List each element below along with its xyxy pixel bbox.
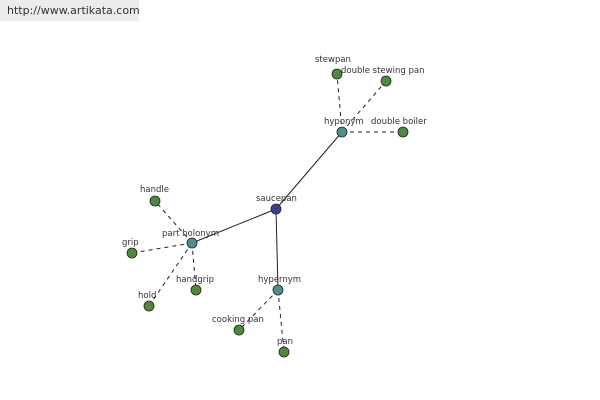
node-grip[interactable] — [126, 247, 138, 259]
graph-edges — [131, 73, 403, 353]
node-label-handgrip[interactable]: handgrip — [176, 275, 214, 285]
node-label-double-boiler[interactable]: double boiler — [371, 117, 427, 127]
node-label-pan[interactable]: pan — [277, 337, 293, 347]
edge-hypernym-cooking-pan — [238, 289, 279, 331]
node-hold[interactable] — [143, 300, 155, 312]
node-double-boiler[interactable] — [397, 126, 409, 138]
edge-hypernym-pan — [277, 289, 285, 353]
node-handgrip[interactable] — [190, 284, 202, 296]
graph-labels: saucepan hyponym part holonym hypernym stewp… — [122, 55, 427, 347]
node-label-grip[interactable]: grip — [122, 238, 139, 248]
node-label-double-stewing-pan[interactable]: double stewing pan — [341, 66, 424, 76]
node-handle[interactable] — [149, 195, 161, 207]
edge-hyponym-stewpan — [336, 73, 343, 133]
edge-hyponym-double-stewing-pan — [341, 80, 387, 133]
node-hypernym[interactable] — [272, 284, 284, 296]
site-url[interactable]: http://www.artikata.com — [0, 0, 140, 21]
node-saucepan[interactable] — [270, 203, 282, 215]
node-pan[interactable] — [278, 346, 290, 358]
node-label-part-holonym[interactable]: part holonym — [162, 229, 219, 239]
node-cooking-pan[interactable] — [233, 324, 245, 336]
node-stewpan[interactable] — [331, 68, 343, 80]
node-label-handle[interactable]: handle — [140, 185, 169, 195]
edge-saucepan-hyponym — [275, 131, 343, 210]
node-label-hypernym[interactable]: hypernym — [258, 275, 301, 285]
edge-saucepan-part-holonym — [191, 208, 277, 244]
graph-nodes — [126, 68, 409, 358]
node-label-stewpan[interactable]: stewpan — [315, 55, 351, 65]
node-double-stewing-pan[interactable] — [380, 75, 392, 87]
node-label-hyponym[interactable]: hyponym — [324, 117, 364, 127]
node-hyponym[interactable] — [336, 126, 348, 138]
node-part-holonym[interactable] — [186, 237, 198, 249]
edge-part-holonym-handle — [154, 200, 193, 244]
node-label-hold[interactable]: hold — [138, 291, 156, 301]
edge-saucepan-hypernym — [275, 208, 279, 291]
node-label-saucepan[interactable]: saucepan — [256, 194, 297, 204]
node-label-cooking-pan[interactable]: cooking pan — [212, 315, 264, 325]
edge-part-holonym-grip — [131, 242, 193, 254]
